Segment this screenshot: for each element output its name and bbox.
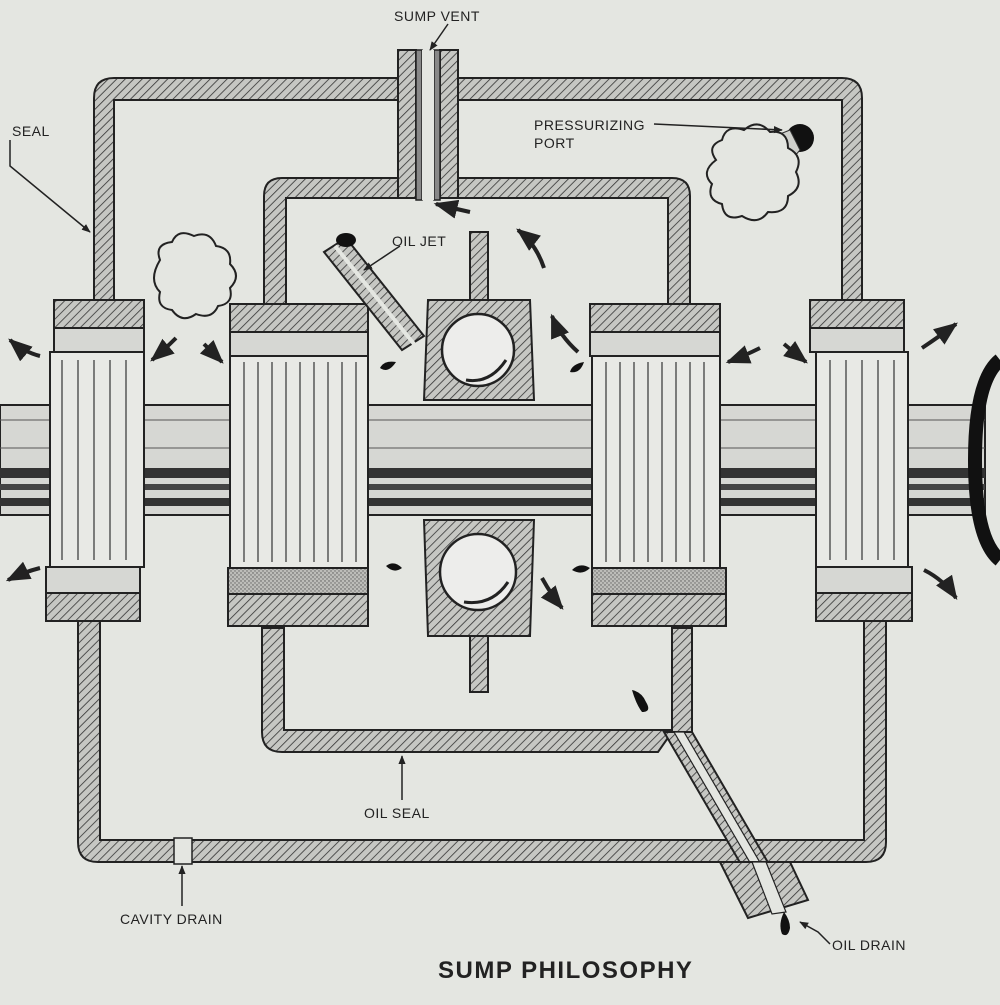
bearing-fins xyxy=(243,362,357,562)
flow-arrow xyxy=(199,339,224,364)
label-oil-drain: OIL DRAIN xyxy=(832,937,906,953)
oil-jet-tip xyxy=(336,233,356,247)
oil-drain-fitting-bore xyxy=(751,861,787,915)
label-sump-vent: SUMP VENT xyxy=(394,8,480,24)
shaft-center-band xyxy=(0,484,985,490)
sump-vent-bore xyxy=(422,50,434,200)
bearing-stem xyxy=(469,231,489,303)
seal-ring xyxy=(809,327,905,353)
flow-arrow xyxy=(516,228,546,269)
flow-arrow xyxy=(920,322,958,350)
bearing-fins xyxy=(605,362,705,562)
cavity-drain-opening xyxy=(173,837,193,865)
oil-droplet xyxy=(386,563,402,571)
oil-droplet xyxy=(572,565,590,573)
flow-arrow xyxy=(5,561,41,582)
seal-block xyxy=(809,299,905,329)
inner-housing-bottom-wall xyxy=(261,627,693,753)
sump-vent-tube-right xyxy=(433,49,441,201)
label-oil-jet: OIL JET xyxy=(392,233,446,249)
seal-labyrinth xyxy=(49,351,145,568)
seal-fins xyxy=(829,360,895,560)
bearing-assembly-right xyxy=(589,303,727,627)
leader-oil-jet xyxy=(363,245,401,271)
air-cloud-right xyxy=(705,123,800,222)
bearing-ring xyxy=(229,331,369,357)
shaft-end-flange xyxy=(967,354,1000,566)
flow-arrow xyxy=(540,577,564,610)
sump-vent-outer-right xyxy=(439,49,459,199)
shaft-center-band xyxy=(0,498,985,506)
seal-block xyxy=(53,299,145,329)
bearing-block xyxy=(229,303,369,333)
label-cavity-drain: CAVITY DRAIN xyxy=(120,911,223,927)
bearing-ball xyxy=(438,532,518,612)
seal-fins xyxy=(61,360,127,560)
bearing-ring-stippled xyxy=(591,567,727,595)
leader-lines xyxy=(9,23,831,945)
oil-droplets xyxy=(380,361,790,936)
leader-sump-vent xyxy=(429,23,449,51)
bearing-ball xyxy=(440,312,516,388)
oil-droplet xyxy=(780,912,790,936)
flow-arrow xyxy=(550,313,580,354)
air-cloud-left xyxy=(153,232,237,320)
leader-pressurizing-port xyxy=(653,123,783,134)
sump-vent-tube-left xyxy=(415,49,423,201)
oil-jet xyxy=(322,233,426,352)
bearing-ball-shade xyxy=(465,359,508,383)
oil-droplet xyxy=(570,362,584,373)
bearing-stem xyxy=(469,635,489,693)
flow-arrow xyxy=(8,338,41,362)
seal-ring xyxy=(45,566,141,594)
bearing-block xyxy=(227,593,369,627)
seal-assembly-right xyxy=(809,299,913,622)
flow-arrow xyxy=(433,199,471,219)
label-seal: SEAL xyxy=(12,123,50,139)
ball-bearing-upper xyxy=(422,231,536,401)
sump-vent-outer-left xyxy=(397,49,417,199)
sump-vent xyxy=(397,49,459,201)
flow-arrows xyxy=(5,199,958,610)
label-pressurizing-port-line1: PRESSURIZING xyxy=(534,117,645,133)
flow-arrow xyxy=(150,336,178,362)
oil-droplet xyxy=(380,361,396,370)
oil-jet-bore xyxy=(333,244,416,346)
bearing-ring-stippled xyxy=(227,567,369,595)
bearing-block xyxy=(591,593,727,627)
flow-arrow xyxy=(782,341,808,364)
leader-oil-drain xyxy=(799,921,831,945)
shaft-center-band xyxy=(0,468,985,478)
ball-bearing-lower xyxy=(422,519,536,693)
seal-ring xyxy=(815,566,913,594)
bearing-ball-shade xyxy=(463,581,510,605)
bearing-assembly-left xyxy=(227,303,369,627)
seal-block xyxy=(45,592,141,622)
bearing-ring xyxy=(589,331,721,357)
flow-arrow xyxy=(725,345,761,364)
bearing-block xyxy=(589,303,721,333)
label-pressurizing-port-line2: PORT xyxy=(534,135,575,151)
oil-drain-pipe xyxy=(662,731,810,920)
diagram-title: SUMP PHILOSOPHY xyxy=(438,957,693,984)
seal-ring xyxy=(53,327,145,353)
oil-droplet xyxy=(632,690,649,712)
flow-arrow xyxy=(923,568,958,600)
seal-block xyxy=(815,592,913,622)
label-oil-seal: OIL SEAL xyxy=(364,805,430,821)
seal-assembly-left xyxy=(45,299,145,622)
leader-seal xyxy=(9,140,91,233)
bearing-labyrinth xyxy=(591,355,721,569)
bearing-labyrinth xyxy=(229,355,369,569)
